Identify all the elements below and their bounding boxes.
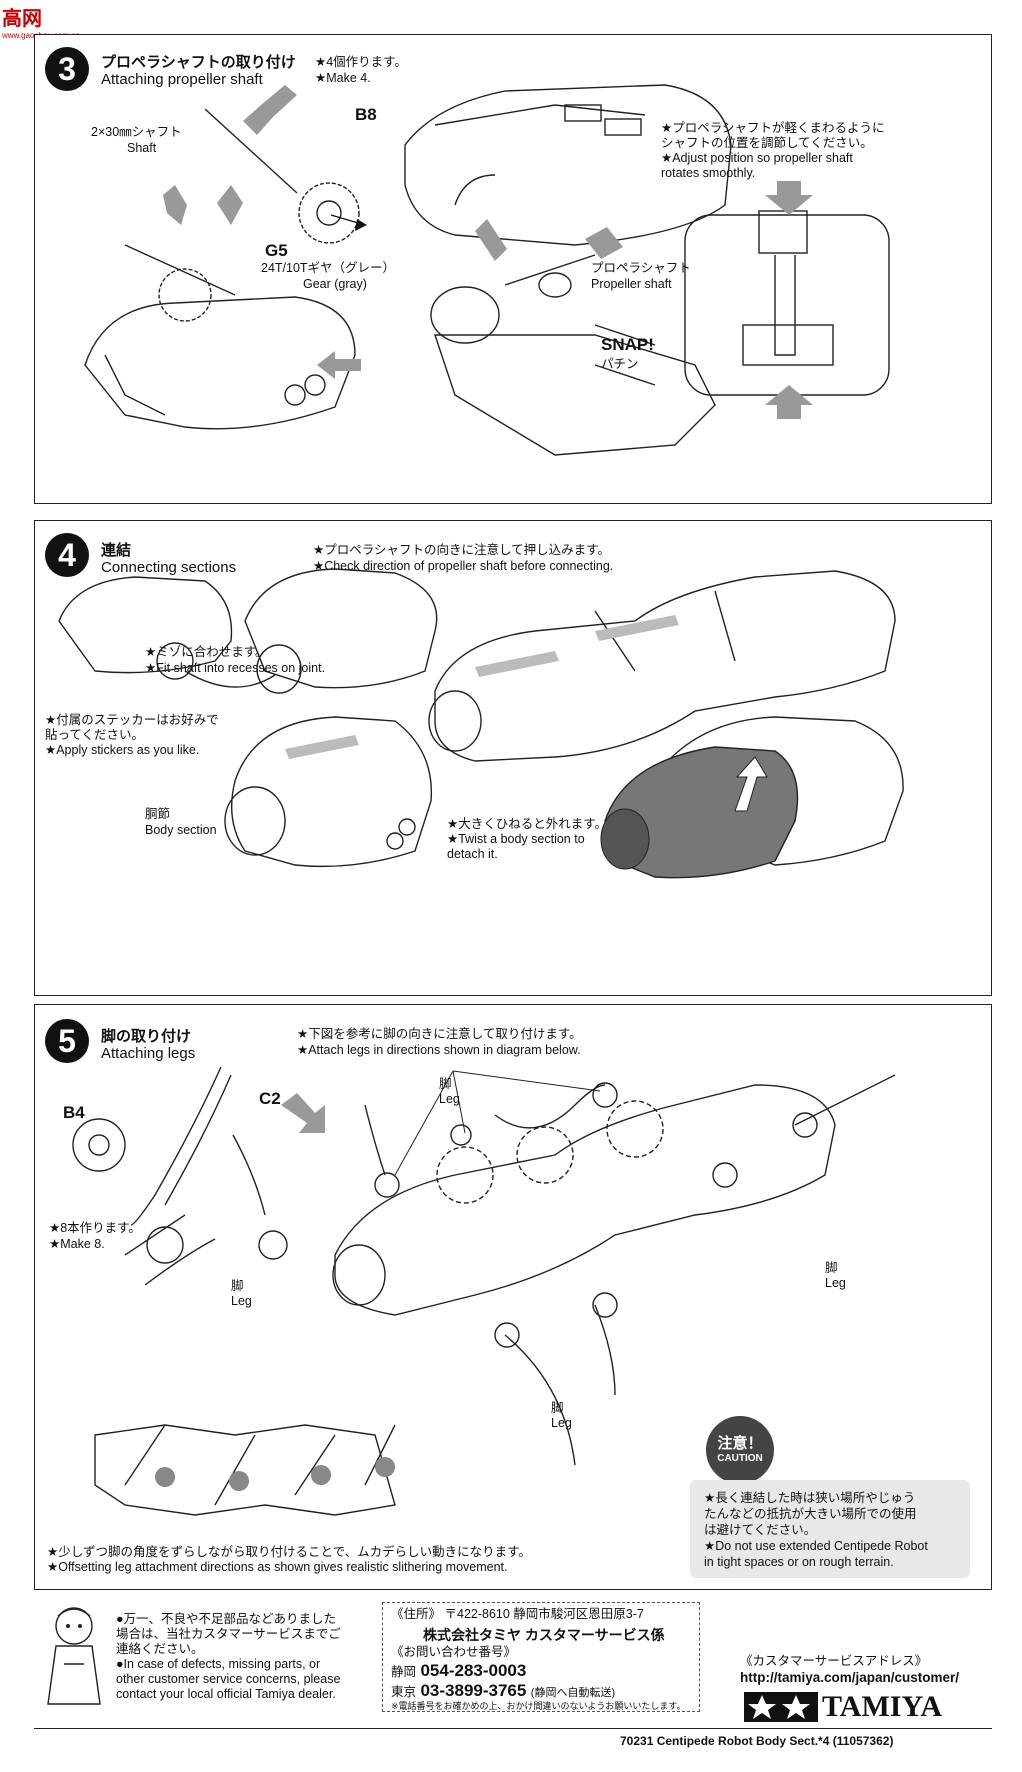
shaft-label-jp: 2×30㎜シャフト (91, 125, 182, 140)
step5-make-en: ★Make 8. (49, 1237, 105, 1252)
sticker-jp2: 貼ってください。 (45, 728, 219, 743)
tel-note: ※電話番号をお確かめの上、おかけ間違いのないようお願いいたします。 (391, 1699, 685, 1712)
item-code: 70231 Centipede Robot Body Sect.*4 (1105… (620, 1734, 893, 1748)
leg-right-jp: 脚 (825, 1261, 846, 1276)
defect-en2: other customer service concerns, please (116, 1672, 378, 1687)
offset-note: ★少しずつ脚の角度をずらしながら取り付けることで、ムカデらしい動きになります。 … (47, 1545, 531, 1575)
fit-jp: ★ミゾに合わせます。 (145, 645, 267, 660)
adjust-en1: ★Adjust position so propeller shaft (661, 151, 891, 166)
shizuoka-tel[interactable]: 054-283-0003 (420, 1661, 526, 1680)
prop-label-en: Propeller shaft (591, 277, 672, 292)
step4-illustration (35, 521, 993, 997)
g5-label: G5 (265, 241, 288, 261)
caution-box: ★長く連結した時は狭い場所やじゅう たんなどの抵抗が大きい場所での使用 は避けて… (690, 1480, 970, 1578)
adjust-jp1: ★プロペラシャフトが軽くまわるように (661, 121, 891, 136)
prop-label-jp: プロペラシャフト (591, 261, 691, 276)
b4-label: B4 (63, 1103, 85, 1123)
leg-label-top: 脚 Leg (439, 1077, 460, 1107)
inquiry-label: 《お問い合わせ番号》 (391, 1645, 516, 1660)
sticker-jp1: ★付属のステッカーはお好みで (45, 713, 219, 728)
leg-label-bottom: 脚 Leg (551, 1401, 572, 1431)
step3-panel: 3 プロペラシャフトの取り付け Attaching propeller shaf… (34, 34, 992, 504)
address-text: 〒422-8610 静岡市駿河区恩田原3-7 (445, 1607, 644, 1621)
tokyo-line: 東京 03-3899-3765 (静岡へ自動転送) (391, 1681, 615, 1701)
twist-jp: ★大きくひねると外れます。 (447, 817, 607, 832)
leg-bottom-en: Leg (551, 1416, 572, 1431)
shizuoka-label: 静岡 (391, 1665, 416, 1679)
adjust-note: ★プロペラシャフトが軽くまわるように シャフトの位置を調節してください。 ★Ad… (661, 121, 891, 181)
cs-url[interactable]: http://tamiya.com/japan/customer/ (740, 1670, 959, 1685)
body-en: Body section (145, 823, 217, 838)
offset-jp: ★少しずつ脚の角度をずらしながら取り付けることで、ムカデらしい動きになります。 (47, 1545, 531, 1560)
twist-en1: ★Twist a body section to (447, 832, 607, 847)
gear-label-en: Gear (gray) (303, 277, 367, 292)
caution-jp2: たんなどの抵抗が大きい場所での使用 (704, 1506, 960, 1522)
watermark-brand: 高网 (2, 8, 42, 30)
sticker-en: ★Apply stickers as you like. (45, 743, 219, 758)
tamiya-wordmark: TAMIYA (822, 1690, 942, 1724)
tamiya-star-icon (744, 1692, 818, 1722)
caution-badge-jp: 注意！ (706, 1432, 774, 1453)
tamiya-logo: TAMIYA (744, 1690, 942, 1724)
twist-note: ★大きくひねると外れます。 ★Twist a body section to d… (447, 817, 607, 862)
mascot-illustration (34, 1604, 114, 1714)
caution-jp1: ★長く連結した時は狭い場所やじゅう (704, 1490, 960, 1506)
body-jp: 胴節 (145, 807, 170, 822)
fit-en: ★Fit shaft into recesses on joint. (145, 661, 325, 676)
caution-badge: 注意！ CAUTION (706, 1416, 774, 1484)
step5-make-jp: ★8本作ります。 (49, 1221, 141, 1236)
tokyo-note: (静岡へ自動転送) (531, 1687, 615, 1699)
company-name: 株式会社タミヤ カスタマーサービス係 (423, 1625, 665, 1645)
step4-panel: 4 連結 Connecting sections ★プロペラシャフトの向きに注意… (34, 520, 992, 996)
leg-left-jp: 脚 (231, 1279, 252, 1294)
leg-top-en: Leg (439, 1092, 460, 1107)
c2-label: C2 (259, 1089, 281, 1109)
snap-jp: パチン (601, 357, 639, 372)
caution-badge-en: CAUTION (706, 1453, 774, 1464)
b8-label: B8 (355, 105, 377, 125)
snap-en: SNAP! (601, 335, 654, 355)
sticker-note: ★付属のステッカーはお好みで 貼ってください。 ★Apply stickers … (45, 713, 219, 758)
customer-service-box: 《住所》 〒422-8610 静岡市駿河区恩田原3-7 株式会社タミヤ カスタマ… (382, 1602, 700, 1712)
address-line: 《住所》 〒422-8610 静岡市駿河区恩田原3-7 (391, 1607, 644, 1622)
caution-jp3: は避けてください。 (704, 1522, 960, 1538)
adjust-en2: rotates smoothly. (661, 166, 891, 181)
adjust-jp2: シャフトの位置を調節してください。 (661, 136, 891, 151)
shaft-label-en: Shaft (127, 141, 156, 156)
leg-top-jp: 脚 (439, 1077, 460, 1092)
shizuoka-line: 静岡 054-283-0003 (391, 1661, 526, 1681)
offset-en: ★Offsetting leg attachment directions as… (47, 1560, 531, 1575)
tokyo-label: 東京 (391, 1685, 416, 1699)
leg-left-en: Leg (231, 1294, 252, 1309)
caution-en1: ★Do not use extended Centipede Robot (704, 1538, 960, 1554)
gear-label-jp: 24T/10Tギヤ（グレー） (261, 261, 395, 276)
defect-en3: contact your local official Tamiya deale… (116, 1687, 378, 1702)
defect-note: ●万一、不良や不足部品などありました 場合は、当社カスタマーサービスまでご 連絡… (116, 1612, 378, 1702)
defect-en1: ●In case of defects, missing parts, or (116, 1657, 378, 1672)
bottom-rule (34, 1728, 992, 1729)
leg-label-left: 脚 Leg (231, 1279, 252, 1309)
tokyo-tel[interactable]: 03-3899-3765 (420, 1681, 526, 1700)
twist-en2: detach it. (447, 847, 607, 862)
cs-label: 《カスタマーサービスアドレス》 (740, 1654, 927, 1669)
leg-right-en: Leg (825, 1276, 846, 1291)
step3-illustration (35, 35, 993, 505)
defect-jp2: 場合は、当社カスタマーサービスまでご (116, 1627, 378, 1642)
caution-en2: in tight spaces or on rough terrain. (704, 1554, 960, 1570)
leg-label-right: 脚 Leg (825, 1261, 846, 1291)
defect-jp3: 連絡ください。 (116, 1642, 378, 1657)
address-label: 《住所》 (391, 1607, 441, 1621)
leg-bottom-jp: 脚 (551, 1401, 572, 1416)
defect-jp1: ●万一、不良や不足部品などありました (116, 1612, 378, 1627)
